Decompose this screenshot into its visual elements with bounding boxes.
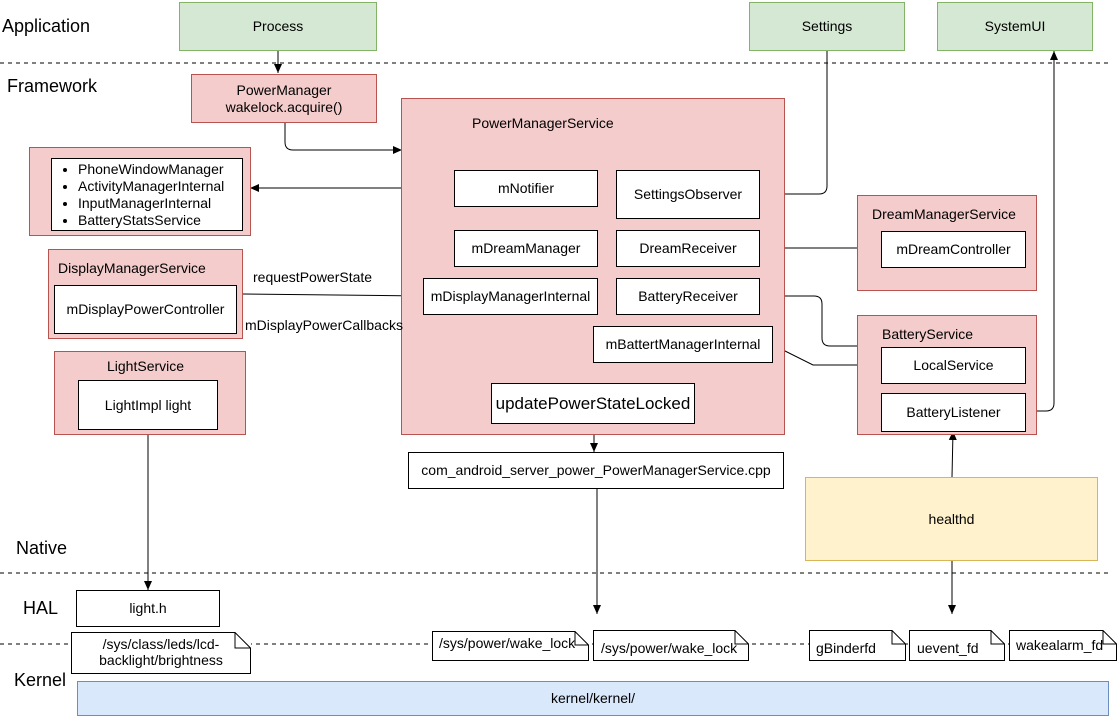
notifier-client-item: PhoneWindowManager — [78, 161, 224, 178]
local-service-box: LocalService — [881, 347, 1026, 384]
dream-manager-service-title: DreamManagerService — [872, 206, 1016, 222]
notifier-client-item: ActivityManagerInternal — [78, 178, 224, 195]
edge-display-request — [233, 289, 424, 300]
wake-lock-2-label: /sys/power/wake_lock — [601, 640, 738, 656]
kernel-box: kernel/kernel/ — [77, 681, 1109, 716]
backlight-path-line2: backlight/brightness — [99, 652, 223, 668]
uevent-fd-node: uevent_fd — [909, 630, 1005, 661]
notifier-clients-list: PhoneWindowManagerActivityManagerInterna… — [52, 161, 224, 229]
edge-powermanager-pms — [284, 123, 402, 154]
display-power-callbacks-label: mDisplayPowerCallbacks — [245, 317, 403, 333]
systemui-box: SystemUI — [937, 2, 1093, 51]
notifier-client-item: BatteryStatsService — [78, 212, 224, 229]
edge-healthd-batterylistener — [948, 430, 957, 478]
light-h-box: light.h — [76, 590, 220, 627]
dream-controller-box: mDreamController — [881, 231, 1026, 268]
edge-batteryservice-batteryreceiver — [760, 292, 857, 347]
edge-batterylistener-systemui — [1026, 51, 1058, 412]
battery-service-title: BatteryService — [882, 326, 974, 342]
power-manager-name: PowerManager — [236, 81, 332, 98]
layer-label-hal: HAL — [23, 598, 59, 618]
healthd-box: healthd — [805, 477, 1098, 561]
display-manager-service: DisplayManagerService mDisplayPowerContr… — [48, 249, 243, 339]
notifier-box: mNotifier — [454, 170, 598, 207]
display-manager-service-title: DisplayManagerService — [58, 260, 206, 276]
light-service-title: LightService — [107, 358, 185, 374]
display-manager-internal-box: mDisplayManagerInternal — [423, 278, 598, 315]
wake-lock-node-1: /sys/power/wake_lock — [432, 631, 589, 661]
battery-receiver-box: BatteryReceiver — [616, 278, 760, 315]
wakealarm-fd-label: wakealarm_fd — [1016, 637, 1104, 653]
wake-lock-node-2: /sys/power/wake_lock — [593, 630, 749, 661]
power-manager-box: PowerManager wakelock.acquire() — [191, 74, 377, 123]
backlight-path-line1: /sys/class/leds/lcd- — [102, 636, 220, 652]
settings-box: Settings — [749, 2, 905, 51]
settings-observer-box: SettingsObserver — [616, 170, 760, 219]
gbinderfd-node: gBinderfd — [809, 630, 906, 661]
layer-label-application: Application — [2, 16, 91, 36]
process-box: Process — [179, 2, 377, 51]
gbinderfd-label: gBinderfd — [816, 640, 876, 656]
dream-manager-box: mDreamManager — [454, 230, 598, 267]
notifier-client-item: InputManagerInternal — [78, 195, 224, 212]
battery-manager-internal-box: mBattertManagerInternal — [593, 326, 773, 363]
battery-service: BatteryService LocalService BatteryListe… — [857, 315, 1037, 435]
notifier-clients-list-box: PhoneWindowManagerActivityManagerInterna… — [51, 158, 243, 231]
dream-manager-service: DreamManagerService mDreamController — [857, 195, 1037, 291]
power-manager-call: wakelock.acquire() — [225, 98, 343, 115]
uevent-fd-label: uevent_fd — [917, 640, 979, 656]
light-impl-box: LightImpl light — [78, 380, 218, 430]
notifier-clients-container: PhoneWindowManagerActivityManagerInterna… — [29, 147, 251, 236]
request-power-state-label: requestPowerState — [253, 269, 373, 285]
power-manager-service-title: PowerManagerService — [472, 115, 614, 131]
wake-lock-1-label: /sys/power/wake_lock — [439, 635, 576, 651]
layer-label-framework: Framework — [7, 76, 98, 96]
layer-label-native: Native — [16, 538, 68, 558]
wakealarm-fd-node: wakealarm_fd — [1009, 630, 1117, 661]
dream-receiver-box: DreamReceiver — [616, 230, 760, 267]
layer-label-kernel: Kernel — [14, 670, 67, 690]
backlight-brightness-node: /sys/class/leds/lcd- backlight/brightnes… — [71, 632, 251, 674]
light-service: LightService LightImpl light — [54, 351, 246, 435]
display-power-controller-box: mDisplayPowerController — [54, 285, 237, 334]
jni-power-manager-box: com_android_server_power_PowerManagerSer… — [408, 452, 784, 489]
edge-settings-observer — [760, 51, 828, 198]
battery-listener-box: BatteryListener — [881, 393, 1026, 432]
update-power-state-box: updatePowerStateLocked — [491, 383, 695, 424]
